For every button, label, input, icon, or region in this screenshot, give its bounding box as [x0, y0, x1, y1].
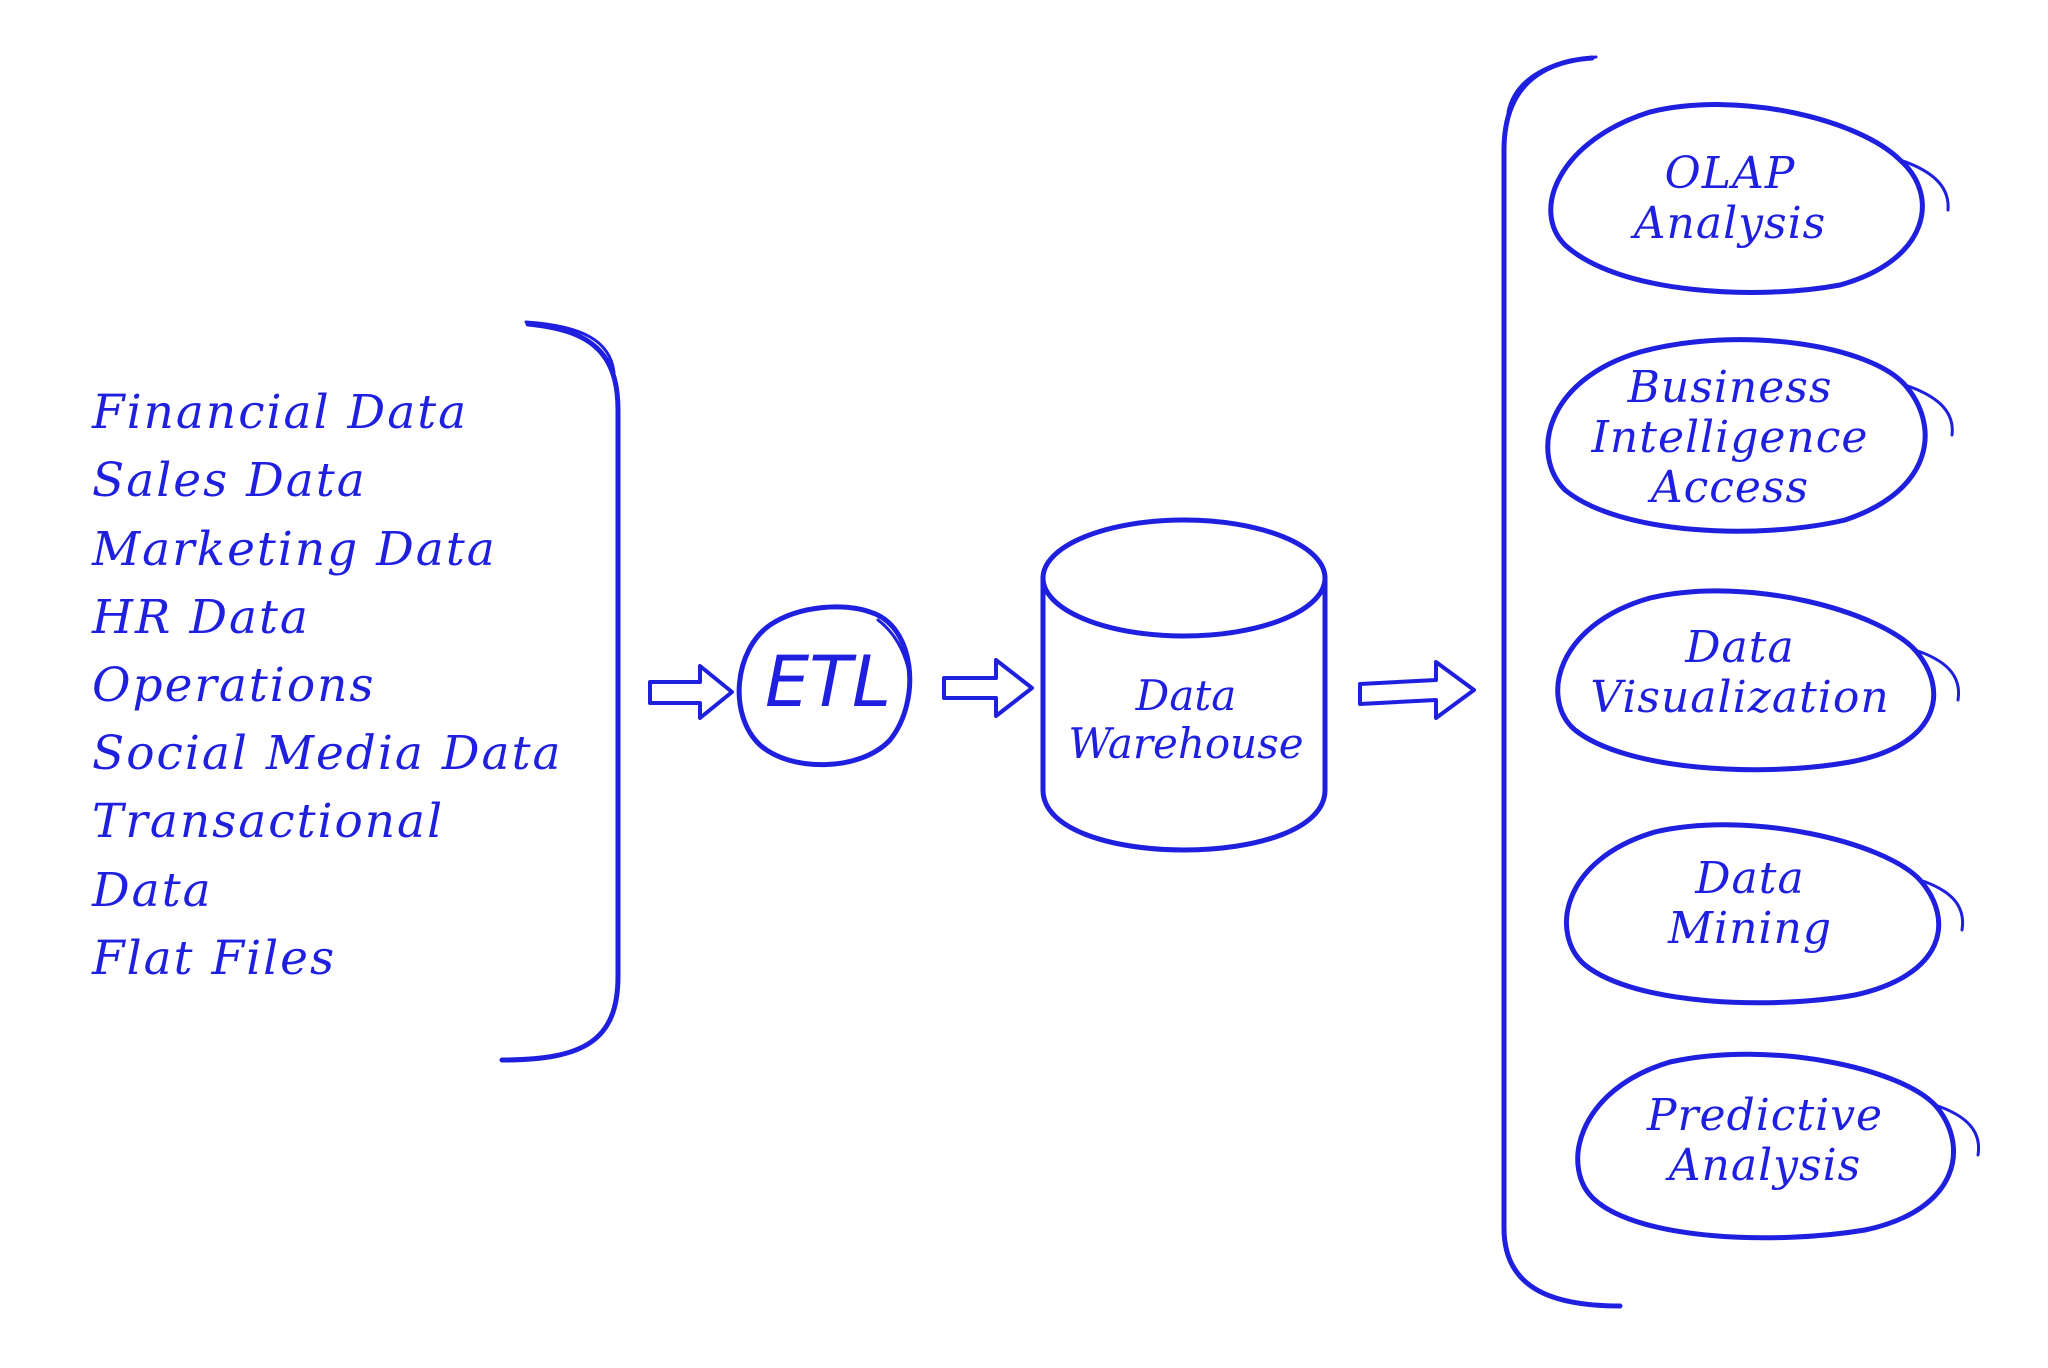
- output-label-line2: Analysis: [1665, 1140, 1862, 1191]
- output-ellipse-flourish: [1913, 648, 1961, 702]
- source-item-operations: Operations: [92, 658, 376, 713]
- output-label-line2: Analysis: [1630, 198, 1827, 249]
- output-data-mining: Data Mining: [1563, 822, 1965, 1006]
- output-label-line2: Mining: [1667, 903, 1832, 954]
- source-item-hr-data: HR Data: [91, 590, 310, 645]
- output-data-visualization: Data Visualization: [1555, 588, 1961, 773]
- output-predictive-analysis: Predictive Analysis: [1575, 1051, 1981, 1241]
- source-bracket: [499, 321, 621, 1063]
- etl-node: ETL: [736, 604, 913, 768]
- source-item-social-media-data: Social Media Data: [92, 726, 562, 781]
- etl-circle-flourish: [876, 618, 912, 702]
- output-business-intelligence-access: Business Intelligence Access: [1545, 337, 1954, 534]
- output-ellipse: [1548, 102, 1925, 295]
- arrow-warehouse-to-outputs: [1358, 660, 1476, 720]
- source-item-data: Data: [91, 863, 213, 918]
- output-label-line3: Access: [1647, 462, 1809, 513]
- arrow-sources-to-etl: [648, 664, 734, 720]
- warehouse-label-line1: Data: [1135, 671, 1237, 720]
- output-ellipse-flourish: [1933, 1103, 1981, 1157]
- output-label-line1: Predictive: [1646, 1090, 1883, 1141]
- output-label-line1: Data: [1694, 853, 1804, 904]
- source-item-flat-files: Flat Files: [91, 931, 336, 986]
- etl-label: ETL: [765, 641, 891, 723]
- arrow-etl-to-warehouse: [942, 658, 1034, 718]
- output-label-line1: Data: [1684, 622, 1794, 673]
- output-ellipse: [1563, 822, 1942, 1006]
- output-olap-analysis: OLAP Analysis: [1548, 102, 1950, 295]
- outputs-bracket-tip-top: [1506, 55, 1598, 114]
- output-ellipse-flourish: [1903, 383, 1954, 437]
- source-item-marketing-data: Marketing Data: [91, 522, 497, 577]
- output-ellipse: [1575, 1051, 1957, 1241]
- warehouse-top-ellipse: [1040, 517, 1328, 639]
- source-item-financial-data: Financial Data: [91, 385, 468, 440]
- output-label-line1: OLAP: [1665, 148, 1796, 199]
- output-ellipse: [1555, 588, 1937, 773]
- output-ellipse-flourish: [1898, 158, 1950, 212]
- output-label-line2: Visualization: [1590, 672, 1889, 723]
- output-label-line2: Intelligence: [1591, 412, 1869, 463]
- source-list: Financial Data Sales Data Marketing Data…: [91, 385, 562, 986]
- warehouse-bottom-arc: [1040, 787, 1328, 853]
- source-item-transactional: Transactional: [92, 794, 444, 849]
- warehouse-label-line2: Warehouse: [1068, 719, 1303, 768]
- output-ellipse: [1545, 337, 1928, 534]
- data-warehouse-node: Data Warehouse: [1040, 517, 1328, 853]
- source-bracket-tip-top: [524, 320, 616, 374]
- output-label-line1: Business: [1627, 362, 1833, 413]
- source-item-sales-data: Sales Data: [92, 453, 367, 508]
- output-ellipse-flourish: [1918, 878, 1965, 932]
